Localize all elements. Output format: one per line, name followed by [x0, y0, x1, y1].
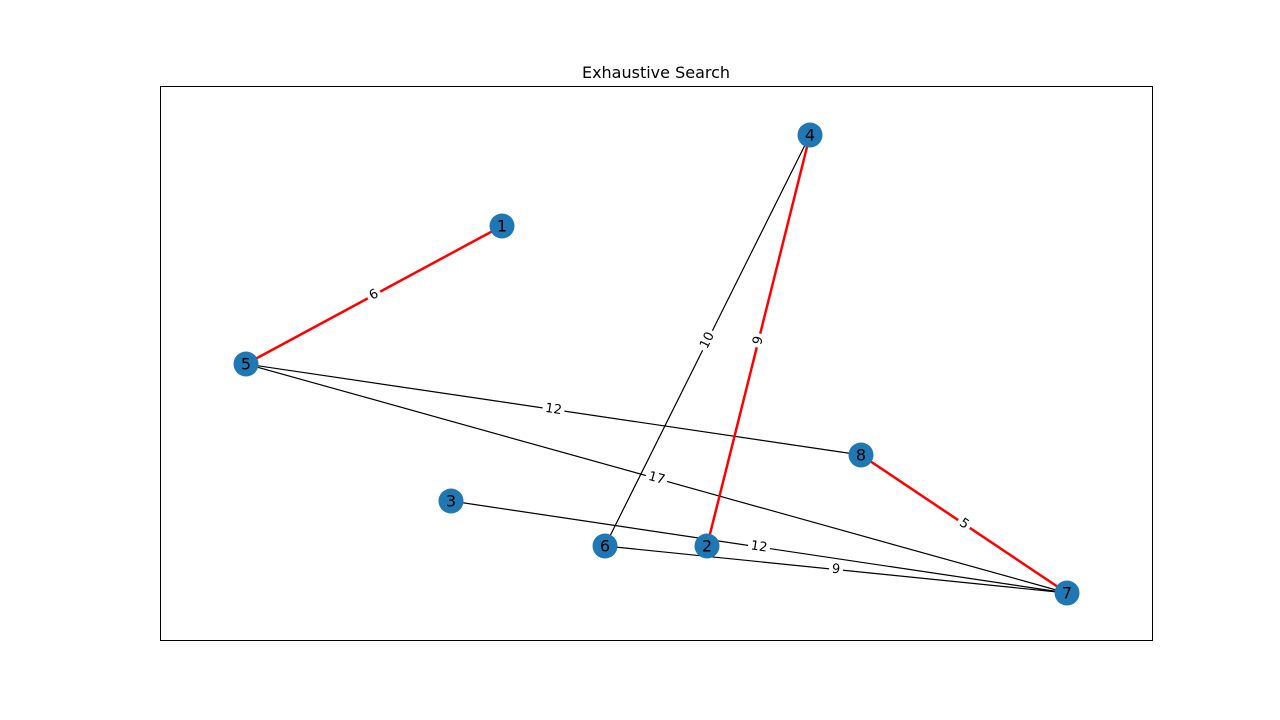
node-circle — [592, 533, 618, 559]
node-circle — [694, 533, 720, 559]
figure-title: Exhaustive Search — [582, 63, 730, 82]
plot-frame — [160, 86, 1153, 641]
node-circle — [797, 122, 823, 148]
edge-label-bg — [746, 537, 772, 557]
edge-label-bg — [749, 331, 768, 350]
edge-weight-label: 12 — [544, 401, 563, 418]
edge-labels-layer: 6 9 5 10 12 17 12 9 — [364, 284, 975, 579]
edge-label-bg — [953, 513, 975, 535]
edge-label-bg — [643, 467, 670, 490]
node-5: 5 — [233, 351, 259, 377]
node-circle — [233, 351, 259, 377]
edge-label-group-5-8: 12 — [541, 399, 566, 420]
edge-label-group-5-7: 17 — [643, 467, 670, 490]
node-label: 8 — [856, 446, 866, 465]
node-label: 3 — [446, 492, 456, 511]
edge-weight-label: 17 — [647, 469, 667, 488]
node-2: 2 — [694, 533, 720, 559]
node-4: 4 — [797, 122, 823, 148]
node-label: 7 — [1062, 584, 1072, 603]
node-label: 5 — [241, 355, 251, 374]
node-3: 3 — [438, 488, 464, 514]
edges-layer — [245, 134, 1068, 595]
edge-weight-label: 9 — [750, 335, 767, 347]
edge-weight-label: 9 — [831, 562, 841, 578]
edge-label-bg — [541, 399, 566, 420]
node-label: 2 — [702, 537, 712, 556]
node-label: 6 — [600, 537, 610, 556]
node-6: 6 — [592, 533, 618, 559]
edge-label-group-3-7: 12 — [746, 537, 772, 557]
node-circle — [489, 213, 515, 239]
edge-label-bg — [364, 284, 384, 306]
node-circle — [438, 488, 464, 514]
edge-label-group-5-1: 6 — [364, 284, 384, 306]
node-label: 4 — [805, 126, 815, 145]
edge-label-bg — [828, 560, 844, 579]
edge-label-group-4-6: 10 — [695, 327, 720, 354]
node-circle — [1054, 580, 1080, 606]
node-1: 1 — [489, 213, 515, 239]
edge-weight-label: 12 — [750, 538, 769, 555]
node-label: 1 — [497, 217, 507, 236]
edge-label-group-8-7: 5 — [953, 513, 975, 535]
node-7: 7 — [1054, 580, 1080, 606]
edge-label-group-6-7: 9 — [828, 560, 844, 579]
node-circle — [848, 442, 874, 468]
edge-label-group-4-2: 9 — [749, 331, 768, 350]
edge-weight-label: 10 — [697, 330, 718, 352]
edge-label-bg — [695, 327, 720, 354]
node-8: 8 — [848, 442, 874, 468]
